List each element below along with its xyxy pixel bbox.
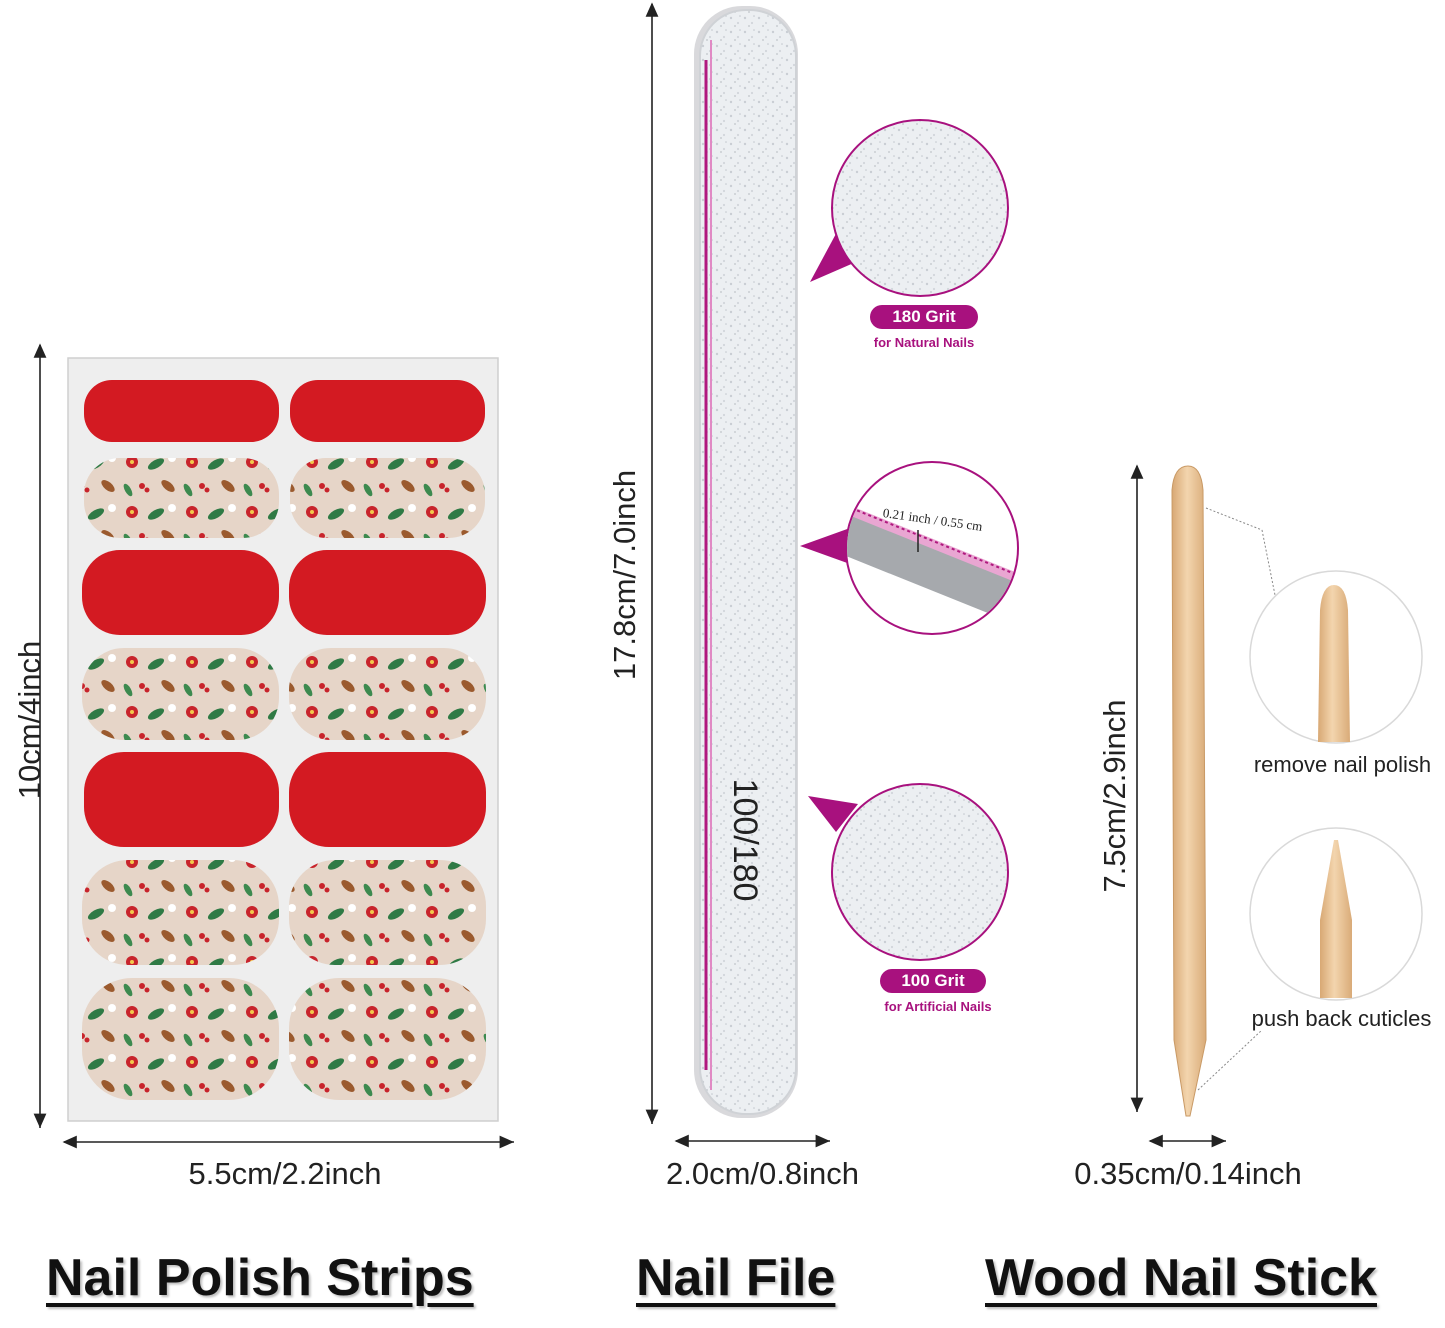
round-tip-label: remove nail polish: [1253, 752, 1432, 777]
file-title: Nail File: [636, 1249, 836, 1307]
grit-100-badge: 100 Grit: [880, 969, 986, 993]
strip-floral: [290, 458, 485, 538]
stick-title: Wood Nail Stick: [985, 1249, 1377, 1307]
thickness-callout: [800, 461, 1019, 635]
file-grit-label: 100/180: [726, 778, 764, 902]
strip-red: [82, 550, 279, 635]
strip-red: [289, 752, 486, 847]
strip-red: [84, 752, 279, 847]
strips-width-label: 5.5cm/2.2inch: [188, 1156, 382, 1191]
stick-width-label: 0.35cm/0.14inch: [1074, 1156, 1302, 1191]
strip-floral: [82, 978, 279, 1100]
strip-floral: [84, 458, 279, 538]
strip-red: [290, 380, 485, 442]
round-tip-leader: [1261, 529, 1277, 601]
file-height-label: 17.8cm/7.0inch: [607, 469, 642, 681]
strip-floral: [82, 860, 279, 965]
strip-floral: [289, 860, 486, 965]
point-tip-label: push back cuticles: [1251, 1006, 1432, 1031]
stick-height-label: 7.5cm/2.9inch: [1097, 699, 1132, 893]
wood-stick: [1171, 465, 1207, 1117]
file-width-label: 2.0cm/0.8inch: [666, 1156, 859, 1191]
point-tip-detail: [1249, 827, 1423, 1001]
strip-floral: [289, 648, 486, 740]
strips-title: Nail Polish Strips: [46, 1249, 474, 1307]
round-tip-leader: [1205, 507, 1263, 531]
strip-floral: [289, 978, 486, 1100]
grit-180-callout: [810, 119, 1009, 297]
round-tip-detail: [1249, 570, 1423, 744]
grit-100-callout: [808, 783, 1009, 961]
strip-floral: [82, 648, 279, 740]
grit-180-badge: 180 Grit: [870, 305, 978, 329]
grit-180-use: for Natural Nails: [873, 335, 975, 350]
grit-100-use: for Artificial Nails: [884, 999, 992, 1014]
strip-red: [289, 550, 486, 635]
nail-strip-sheet: [67, 357, 499, 1122]
strips-height-label: 10cm/4inch: [12, 640, 47, 800]
nail-file: [694, 6, 798, 1118]
point-tip-leader: [1197, 1029, 1263, 1091]
strip-red: [84, 380, 279, 442]
